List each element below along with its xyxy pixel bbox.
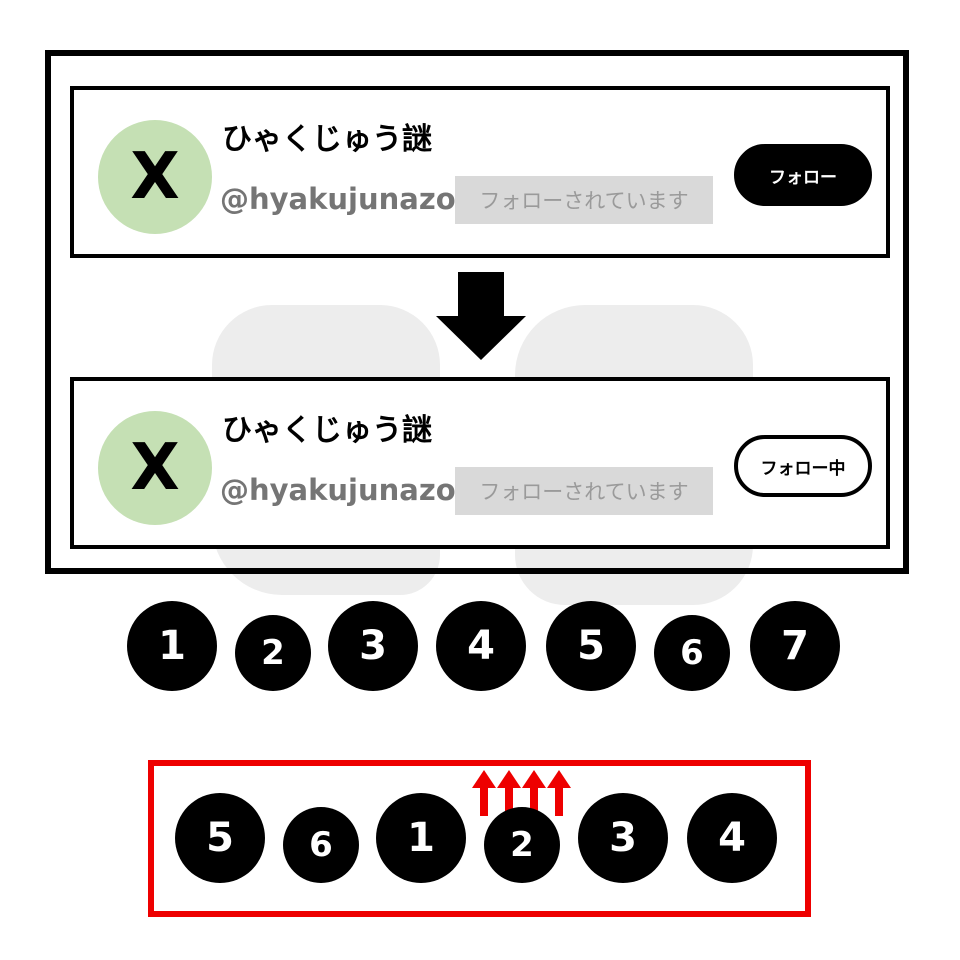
user-handle[interactable]: @hyakujunazo: [220, 182, 456, 216]
follows-you-badge: フォローされています: [455, 467, 713, 515]
display-name[interactable]: ひゃくじゅう謎: [222, 122, 432, 157]
avatar[interactable]: X: [98, 120, 212, 234]
arrow-down-icon: [436, 272, 526, 360]
following-button[interactable]: フォロー中: [734, 435, 872, 497]
number-circle: 5: [546, 601, 636, 691]
answer-circle: 5: [175, 793, 265, 883]
user-handle[interactable]: @hyakujunazo: [220, 473, 456, 507]
number-circle: 6: [654, 615, 730, 691]
answer-box: [148, 760, 811, 917]
answer-circle: 2: [484, 807, 560, 883]
follows-you-badge: フォローされています: [455, 176, 713, 224]
number-circle: 7: [750, 601, 840, 691]
number-circle: 4: [436, 601, 526, 691]
display-name[interactable]: ひゃくじゅう謎: [222, 413, 432, 448]
number-circle: 3: [328, 601, 418, 691]
profile-card-before: X ひゃくじゅう謎 @hyakujunazo フォローされています フォロー: [70, 86, 890, 258]
answer-circle: 3: [578, 793, 668, 883]
puzzle-frame: [45, 50, 909, 574]
answer-circle: 6: [283, 807, 359, 883]
follow-button[interactable]: フォロー: [734, 144, 872, 206]
profile-card-after: X ひゃくじゅう謎 @hyakujunazo フォローされています フォロー中: [70, 377, 890, 549]
red-up-arrow-icon: [472, 770, 571, 816]
number-circle: 1: [127, 601, 217, 691]
avatar-letter: X: [130, 431, 180, 505]
answer-circle: 4: [687, 793, 777, 883]
avatar[interactable]: X: [98, 411, 212, 525]
number-circle: 2: [235, 615, 311, 691]
avatar-letter: X: [130, 140, 180, 214]
answer-circle: 1: [376, 793, 466, 883]
